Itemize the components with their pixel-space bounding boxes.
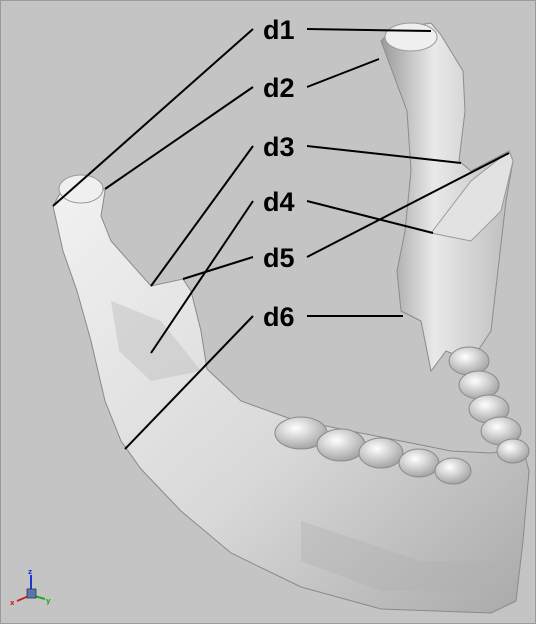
right-condyle: [385, 23, 437, 51]
leader-d5-a: [183, 257, 253, 279]
label-d6: d6: [263, 302, 295, 332]
left-condyle: [59, 175, 103, 203]
label-d1: d1: [263, 15, 295, 45]
label-d2: d2: [263, 73, 295, 103]
leader-d2-b: [307, 59, 379, 87]
axis-x-label: x: [10, 599, 15, 607]
leader-d3-a: [151, 146, 253, 286]
axis-triad-icon: z x y: [10, 568, 51, 607]
leader-d1-a: [53, 29, 253, 206]
label-d5: d5: [263, 243, 295, 273]
leader-d2-a: [105, 87, 253, 189]
axis-y-label: y: [46, 597, 51, 605]
label-d4: d4: [263, 187, 295, 217]
label-d3: d3: [263, 132, 295, 162]
axis-z-label: z: [28, 568, 32, 576]
leader-d4-a: [151, 201, 253, 353]
